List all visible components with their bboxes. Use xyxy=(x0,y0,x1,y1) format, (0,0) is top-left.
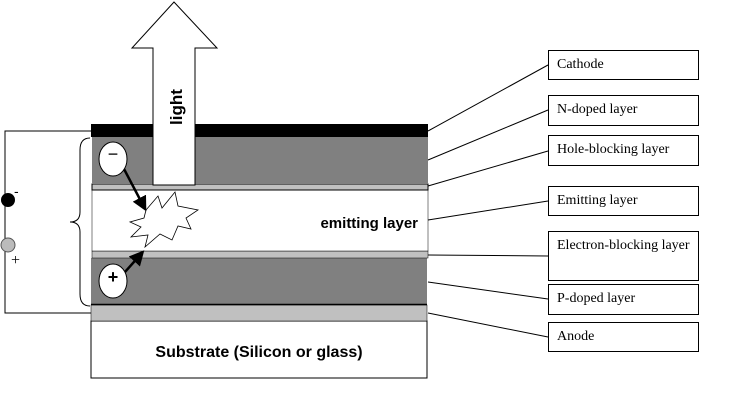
svg-text:+: + xyxy=(108,267,119,287)
light-arrow xyxy=(130,1,219,186)
electron-blocking-layer xyxy=(91,250,429,259)
svg-text:−: − xyxy=(108,144,119,164)
label-hole-blocking: Hole-blocking layer xyxy=(548,135,699,166)
anode-layer xyxy=(90,304,428,322)
electron-icon xyxy=(98,141,128,177)
label-anode: Anode xyxy=(548,322,699,352)
label-p-doped: P-doped layer xyxy=(548,284,699,315)
emitting-layer-label: emitting layer xyxy=(320,215,418,232)
positive-terminal xyxy=(0,237,16,253)
hole-blocking-layer xyxy=(91,183,429,191)
brace xyxy=(69,137,91,307)
p-doped-layer xyxy=(91,258,427,304)
negative-terminal xyxy=(1,193,15,207)
positive-sign: + xyxy=(11,252,20,269)
recombination-burst-icon xyxy=(128,191,200,249)
cathode-layer xyxy=(91,124,428,137)
n-doped-layer xyxy=(92,137,428,183)
label-emitting: Emitting layer xyxy=(548,186,699,216)
circuit-wire xyxy=(4,130,91,314)
hole-icon xyxy=(98,263,128,299)
light-label: light xyxy=(167,89,186,125)
label-n-doped: N-doped layer xyxy=(548,95,699,126)
negative-sign: - xyxy=(14,183,19,199)
leader-lines xyxy=(427,64,549,338)
label-electron-blocking: Electron-blocking layer xyxy=(548,231,699,281)
label-cathode: Cathode xyxy=(548,50,699,80)
substrate-label: Substrate (Silicon or glass) xyxy=(155,344,362,361)
